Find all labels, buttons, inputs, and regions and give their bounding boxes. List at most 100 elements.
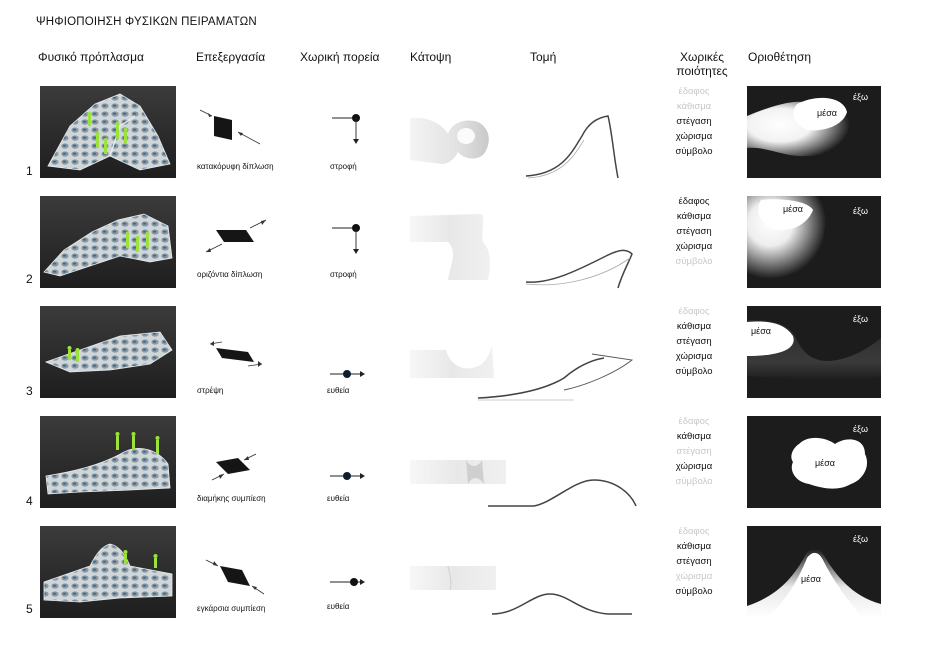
plan-surface	[410, 214, 490, 280]
row-number: 1	[26, 164, 33, 178]
path-label: στροφή	[330, 270, 357, 279]
plan-surface	[410, 346, 494, 378]
quality-partition: χώρισμα	[675, 351, 713, 362]
quality-partition: χώρισμα	[675, 241, 713, 252]
fold-operation-icon	[199, 109, 261, 145]
qualities-list: έδαφος κάθισμα στέγαση χώρισμα σύμβολο	[660, 304, 728, 379]
quality-seat: κάθισμα	[676, 211, 712, 222]
qualities-list: έδαφος κάθισμα στέγαση χώρισμα σύμβολο	[660, 194, 728, 269]
outside-label: έξω	[853, 206, 869, 216]
quality-partition: χώρισμα	[675, 131, 713, 142]
boundary-diagram: έξω μέσα	[747, 306, 881, 398]
quality-partition: χώρισμα	[675, 461, 713, 472]
operation-label: οριζόντια δίπλωση	[197, 270, 263, 279]
quality-seat: κάθισμα	[676, 541, 712, 552]
row-number: 3	[26, 384, 33, 398]
section-curve	[525, 249, 633, 289]
compression-operation-icon	[211, 453, 257, 481]
quality-symbol: σύμβολο	[675, 256, 713, 267]
quality-ground: έδαφος	[678, 306, 710, 317]
turn-path-icon	[332, 224, 360, 254]
row-number: 5	[26, 602, 33, 616]
section-curve	[477, 353, 634, 401]
quality-shelter: στέγαση	[676, 556, 712, 567]
path-label: ευθεία	[327, 602, 350, 611]
model-photo	[40, 86, 176, 178]
model-photo	[40, 526, 176, 618]
operation-label: κατακόρυφη δίπλωση	[197, 162, 274, 171]
experiment-row-4: 4 διαμήκης συμπίεση ευθεία έδαφος κ	[0, 414, 930, 524]
header-process: Επεξεργασία	[196, 50, 266, 64]
model-photo	[40, 416, 176, 508]
experiment-row-3: 3 στρέψη ευθεία έδαφος κάθισμα στέγ	[0, 304, 930, 414]
boundary-diagram: έξω μέσα	[747, 86, 881, 178]
operation-label: εγκάρσια συμπίεση	[197, 604, 266, 613]
experiment-row-1: 1 κατακόρυφη δίπλωση στροφή	[0, 84, 930, 194]
quality-seat: κάθισμα	[676, 101, 712, 112]
section-curve	[488, 479, 637, 507]
quality-ground: έδαφος	[678, 196, 710, 207]
experiment-row-2: 2 οριζόντια δίπλωση στροφή έδαφος	[0, 194, 930, 304]
twist-operation-icon	[209, 341, 263, 367]
outside-label: έξω	[853, 314, 869, 324]
header-plan: Κάτοψη	[410, 50, 452, 64]
boundary-diagram: έξω μέσα	[747, 416, 881, 508]
qualities-list: έδαφος κάθισμα στέγαση χώρισμα σύμβολο	[660, 524, 728, 599]
straight-path-icon	[330, 578, 365, 586]
quality-shelter: στέγαση	[676, 116, 712, 127]
outside-label: έξω	[853, 534, 869, 544]
quality-seat: κάθισμα	[676, 431, 712, 442]
model-photo	[40, 196, 176, 288]
inside-label: μέσα	[817, 108, 837, 118]
quality-seat: κάθισμα	[676, 321, 712, 332]
fold-operation-icon	[205, 219, 267, 253]
straight-path-icon	[330, 370, 365, 378]
quality-ground: έδαφος	[678, 526, 710, 537]
quality-symbol: σύμβολο	[675, 586, 713, 597]
quality-shelter: στέγαση	[676, 446, 712, 457]
section-curve	[491, 593, 632, 615]
qualities-list: έδαφος κάθισμα στέγαση χώρισμα σύμβολο	[660, 84, 728, 159]
quality-symbol: σύμβολο	[675, 366, 713, 377]
model-photo	[40, 306, 176, 398]
page-title: ΨΗΦΙΟΠΟΙΗΣΗ ΦΥΣΙΚΩΝ ΠΕΙΡΑΜΑΤΩΝ	[36, 16, 257, 28]
operation-label: στρέψη	[197, 386, 224, 395]
turn-path-icon	[332, 114, 360, 144]
header-qualities-line2: ποιότητες	[676, 64, 728, 78]
quality-symbol: σύμβολο	[675, 476, 713, 487]
plan-surface	[410, 117, 489, 164]
quality-ground: έδαφος	[678, 86, 710, 97]
section-curve	[525, 115, 619, 179]
header-boundary: Οριοθέτηση	[748, 50, 812, 64]
qualities-list: έδαφος κάθισμα στέγαση χώρισμα σύμβολο	[660, 414, 728, 489]
path-label: ευθεία	[327, 494, 350, 503]
quality-partition: χώρισμα	[675, 571, 713, 582]
row-number: 4	[26, 494, 33, 508]
row-number: 2	[26, 272, 33, 286]
plan-surface	[410, 565, 496, 591]
header-section: Τομή	[530, 50, 557, 64]
header-spatial-qualities: Χωρικές ποιότητες	[672, 50, 732, 78]
header-physical-model: Φυσικό πρόπλασμα	[38, 50, 144, 64]
inside-label: μέσα	[783, 204, 803, 214]
path-label: στροφή	[330, 162, 357, 171]
quality-shelter: στέγαση	[676, 226, 712, 237]
boundary-diagram: έξω μέσα	[747, 526, 881, 618]
inside-label: μέσα	[751, 326, 771, 336]
inside-label: μέσα	[815, 458, 835, 468]
outside-label: έξω	[853, 424, 869, 434]
plan-surface	[410, 460, 506, 484]
outside-label: έξω	[853, 92, 869, 102]
quality-symbol: σύμβολο	[675, 146, 713, 157]
operation-label: διαμήκης συμπίεση	[197, 494, 266, 503]
header-qualities-line1: Χωρικές	[680, 50, 724, 64]
header-spatial-path: Χωρική πορεία	[300, 50, 380, 64]
quality-shelter: στέγαση	[676, 336, 712, 347]
cross-compression-operation-icon	[205, 559, 265, 595]
boundary-diagram: έξω μέσα	[747, 196, 881, 288]
inside-label: μέσα	[801, 574, 821, 584]
straight-path-icon	[330, 472, 365, 480]
quality-ground: έδαφος	[678, 416, 710, 427]
experiment-row-5: 5 εγκάρσια συμπίεση ευθεία έδαφος κάθισμ…	[0, 524, 930, 634]
path-label: ευθεία	[327, 386, 350, 395]
